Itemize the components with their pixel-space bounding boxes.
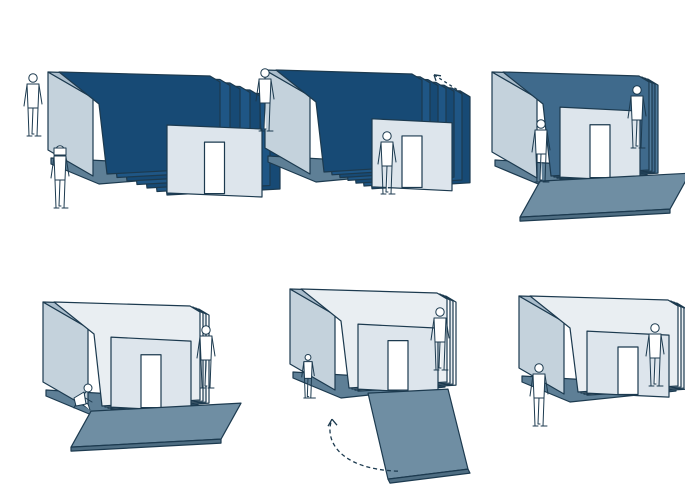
person-observer-figure — [645, 323, 665, 387]
door — [203, 141, 226, 195]
person-child-figure — [301, 353, 316, 399]
step-2-group — [255, 68, 471, 195]
person-crouching-worker-figure — [73, 383, 93, 411]
ramp-edge — [519, 208, 671, 222]
ramp-edge — [70, 438, 222, 452]
step-4-group — [42, 301, 242, 452]
door — [589, 124, 611, 179]
person-observer-figure — [430, 307, 450, 371]
step-6-group — [518, 295, 685, 427]
pull-arrowhead — [433, 74, 442, 82]
step-3-group — [491, 71, 685, 222]
person-observer-figure — [196, 325, 216, 389]
person-worker-figure — [531, 119, 551, 183]
person-observer-figure — [377, 131, 397, 195]
person-observer-figure — [529, 363, 549, 427]
person-observer-figure — [627, 85, 647, 149]
ramp-edge — [387, 468, 471, 484]
step-1-group — [23, 71, 281, 209]
ramp-platform — [367, 388, 469, 480]
door — [617, 346, 639, 396]
lift-arrow — [329, 418, 399, 472]
door — [387, 340, 409, 391]
person-observer-figure — [23, 73, 43, 137]
door — [140, 354, 162, 409]
step-5-group — [289, 288, 471, 484]
person-carrier-figure — [50, 145, 70, 209]
person-pusher-figure — [255, 68, 275, 132]
door — [401, 135, 423, 189]
lift-arrowhead — [327, 418, 338, 427]
